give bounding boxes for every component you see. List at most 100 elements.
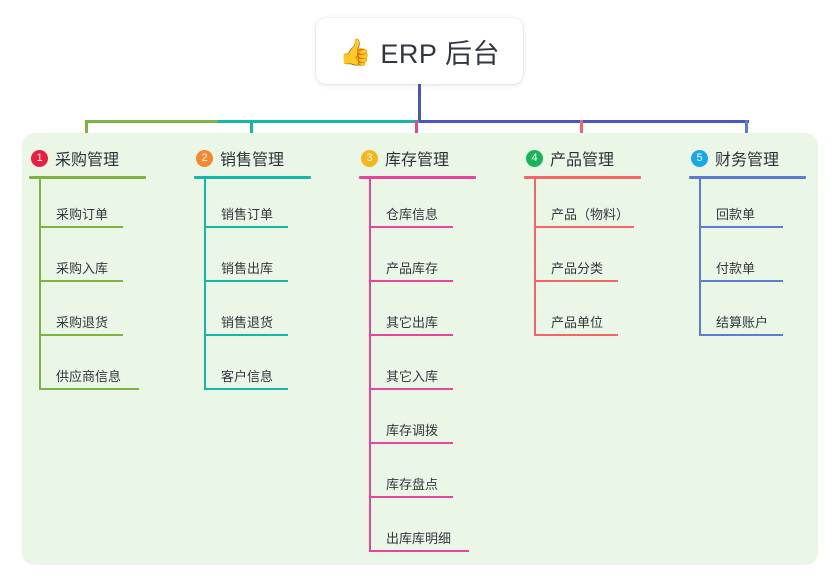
column-trunk-1 (39, 179, 41, 390)
leaf-rule (204, 334, 288, 336)
leaf-rule (534, 280, 618, 282)
column-header-2[interactable]: 2 销售管理 (185, 146, 345, 170)
leaf-label: 其它出库 (386, 315, 439, 330)
column-badge-3: 3 (361, 149, 378, 167)
leaf-label: 产品单位 (551, 315, 604, 330)
leaf-label: 供应商信息 (56, 369, 122, 384)
column-3: 3 库存管理仓库信息产品库存其它出库其它入库库存调拨库存盘点出库库明细 (350, 146, 510, 557)
leaf-rule (369, 496, 453, 498)
leaf-node[interactable]: 仓库信息 (369, 179, 510, 233)
leaf-node[interactable]: 采购退货 (39, 287, 180, 341)
leaf-node[interactable]: 库存盘点 (369, 449, 510, 503)
leaf-node[interactable]: 结算账户 (699, 287, 839, 341)
leaf-node[interactable]: 客户信息 (204, 341, 345, 395)
column-trunk-4 (534, 179, 536, 336)
leaf-rule (369, 280, 453, 282)
leaf-node[interactable]: 销售出库 (204, 233, 345, 287)
column-trunk-2 (204, 179, 206, 390)
column-items-5: 回款单付款单结算账户 (699, 179, 839, 341)
column-trunk-3 (369, 179, 371, 552)
leaf-node[interactable]: 出库库明细 (369, 503, 510, 557)
bus-segment-teal (218, 120, 419, 123)
column-items-1: 采购订单采购入库采购退货供应商信息 (39, 179, 180, 395)
leaf-label: 其它入库 (386, 369, 439, 384)
leaf-rule (369, 226, 453, 228)
leaf-node[interactable]: 产品分类 (534, 233, 675, 287)
column-items-4: 产品（物料） 产品分类产品单位 (534, 179, 675, 341)
column-header-4[interactable]: 4 产品管理 (515, 146, 675, 170)
column-badge-1: 1 (31, 149, 48, 167)
leaf-node[interactable]: 产品（物料） (534, 179, 675, 233)
leaf-node[interactable]: 采购入库 (39, 233, 180, 287)
leaf-rule (369, 388, 453, 390)
leaf-rule (39, 334, 123, 336)
leaf-node[interactable]: 付款单 (699, 233, 839, 287)
leaf-node[interactable]: 销售订单 (204, 179, 345, 233)
leaf-node[interactable]: 其它入库 (369, 341, 510, 395)
leaf-node[interactable]: 采购订单 (39, 179, 180, 233)
root-node-title: ERP 后台 (380, 38, 500, 69)
leaf-label: 采购订单 (56, 207, 109, 222)
leaf-rule (369, 442, 453, 444)
leaf-label: 出库库明细 (386, 531, 452, 546)
leaf-rule (369, 550, 469, 552)
column-trunk-5 (699, 179, 701, 336)
column-items-3: 仓库信息产品库存其它出库其它入库库存调拨库存盘点出库库明细 (369, 179, 510, 557)
diagram-panel (22, 133, 818, 565)
leaf-rule (534, 334, 618, 336)
root-connector-line (418, 84, 421, 120)
column-items-2: 销售订单销售出库销售退货客户信息 (204, 179, 345, 395)
column-title-3: 库存管理 (385, 152, 450, 169)
leaf-rule (699, 280, 783, 282)
column-rule-4 (524, 176, 641, 179)
column-title-4: 产品管理 (550, 152, 615, 169)
leaf-label: 回款单 (716, 207, 756, 222)
leaf-label: 采购退货 (56, 315, 109, 330)
leaf-rule (204, 226, 288, 228)
leaf-label: 产品分类 (551, 261, 604, 276)
leaf-rule (204, 280, 288, 282)
leaf-label: 产品库存 (386, 261, 439, 276)
leaf-node[interactable]: 库存调拨 (369, 395, 510, 449)
leaf-node[interactable]: 产品库存 (369, 233, 510, 287)
leaf-rule (699, 226, 783, 228)
leaf-rule (39, 280, 123, 282)
column-rule-3 (359, 176, 476, 179)
leaf-node[interactable]: 产品单位 (534, 287, 675, 341)
column-rule-2 (194, 176, 311, 179)
leaf-label: 库存盘点 (386, 477, 439, 492)
leaf-rule (369, 334, 453, 336)
column-header-1[interactable]: 1 采购管理 (20, 146, 180, 170)
leaf-rule (204, 388, 288, 390)
leaf-node[interactable]: 供应商信息 (39, 341, 180, 395)
leaf-node[interactable]: 回款单 (699, 179, 839, 233)
leaf-rule (39, 226, 123, 228)
column-2: 2 销售管理销售订单销售出库销售退货客户信息 (185, 146, 345, 395)
bus-segment-blue (419, 120, 749, 123)
bus-segment-green (85, 120, 218, 123)
root-node[interactable]: 👍 ERP 后台 (316, 18, 523, 84)
column-4: 4 产品管理产品（物料） 产品分类产品单位 (515, 146, 675, 341)
leaf-label: 仓库信息 (386, 207, 439, 222)
leaf-rule (534, 226, 634, 228)
leaf-label: 销售退货 (221, 315, 274, 330)
column-title-1: 采购管理 (55, 152, 120, 169)
leaf-node[interactable]: 销售退货 (204, 287, 345, 341)
column-badge-4: 4 (526, 149, 543, 167)
leaf-rule (699, 334, 783, 336)
thumbs-up-icon: 👍 (339, 37, 372, 67)
leaf-node[interactable]: 其它出库 (369, 287, 510, 341)
column-badge-5: 5 (691, 149, 708, 167)
leaf-label: 库存调拨 (386, 423, 439, 438)
leaf-label: 产品（物料） (551, 207, 630, 222)
column-badge-2: 2 (196, 149, 213, 167)
column-header-3[interactable]: 3 库存管理 (350, 146, 510, 170)
leaf-label: 结算账户 (716, 315, 769, 330)
leaf-label: 客户信息 (221, 369, 274, 384)
column-title-2: 销售管理 (220, 152, 285, 169)
leaf-label: 销售订单 (221, 207, 274, 222)
leaf-label: 采购入库 (56, 261, 109, 276)
